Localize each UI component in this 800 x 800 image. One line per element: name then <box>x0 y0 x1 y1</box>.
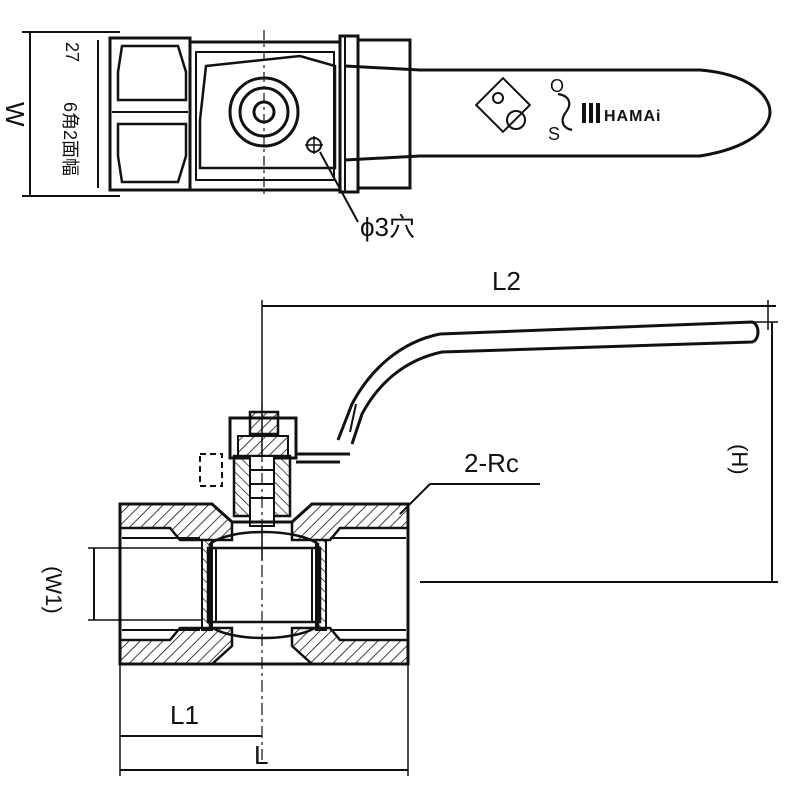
labels: W 6角2面幅 27 ϕ3穴 HAMAi O S L2 (H) 2-Rc (W1… <box>0 42 752 770</box>
label-w1: (W1) <box>41 566 66 614</box>
label-l: L <box>254 740 268 770</box>
label-w: W <box>0 102 30 127</box>
label-l2: L2 <box>492 266 521 296</box>
label-l1: L1 <box>170 700 199 730</box>
brand-logo: HAMAi <box>604 108 661 125</box>
label-across-flats-value: 27 <box>62 42 82 62</box>
top-view <box>22 30 772 223</box>
label-h: (H) <box>727 444 752 475</box>
label-hole: ϕ3穴 <box>360 212 415 242</box>
handle-open-mark: O <box>550 76 564 96</box>
handle-shut-mark: S <box>548 124 560 144</box>
side-view <box>88 300 778 776</box>
handle-marking <box>474 76 600 134</box>
label-across-flats: 6角2面幅 <box>60 102 80 176</box>
label-2-rc: 2-Rc <box>464 448 519 478</box>
